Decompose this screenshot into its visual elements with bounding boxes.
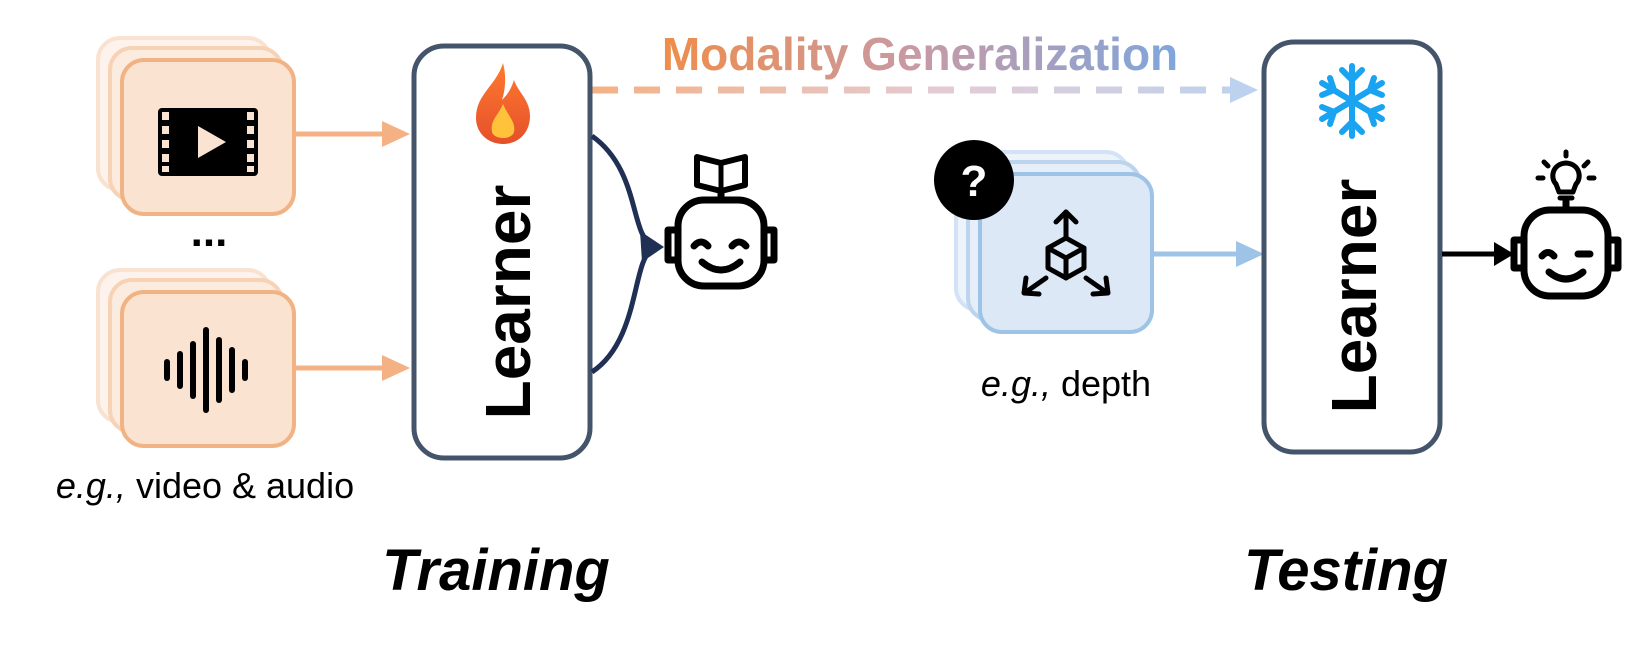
generalization-arrow	[592, 77, 1258, 103]
robot-book-icon	[664, 154, 778, 290]
audio-wave-icon	[164, 327, 248, 413]
testing-learner-label: Learner	[1318, 179, 1390, 414]
testing-learner-box: Learner	[1261, 39, 1443, 455]
navy-arrowhead	[640, 231, 664, 262]
training-inputs-caption: e.g., video & audio	[56, 465, 354, 506]
caption-rest: depth	[1051, 363, 1151, 404]
question-icon: ?	[934, 140, 1014, 220]
snowflake-icon	[1319, 63, 1385, 139]
fire-icon	[476, 63, 530, 144]
depth-to-learner-arrow	[1154, 241, 1264, 267]
depth-cube-icon	[1021, 209, 1111, 297]
video-to-learner-arrow	[296, 121, 410, 147]
robot-bulb-icon	[1510, 149, 1622, 300]
unknown-badge-text: ?	[961, 157, 988, 206]
video-input-stack	[96, 36, 296, 216]
caption-rest: video & audio	[126, 465, 354, 506]
caption-prefix: e.g.,	[981, 363, 1051, 404]
audio-input-stack	[96, 268, 296, 448]
video-icon	[158, 108, 258, 176]
caption-prefix: e.g.,	[56, 465, 126, 506]
ellipsis: ...	[191, 207, 228, 256]
audio-to-learner-arrow	[296, 355, 410, 381]
learner-to-robot-arrow	[1442, 242, 1514, 266]
testing-label: Testing	[1244, 538, 1448, 603]
training-learner-box: Learner	[411, 43, 593, 461]
depth-input-stack	[954, 150, 1154, 334]
training-learner-label: Learner	[472, 185, 544, 420]
training-label: Training	[382, 538, 610, 603]
testing-input-caption: e.g., depth	[981, 363, 1151, 404]
title: Modality Generalization	[662, 28, 1178, 80]
